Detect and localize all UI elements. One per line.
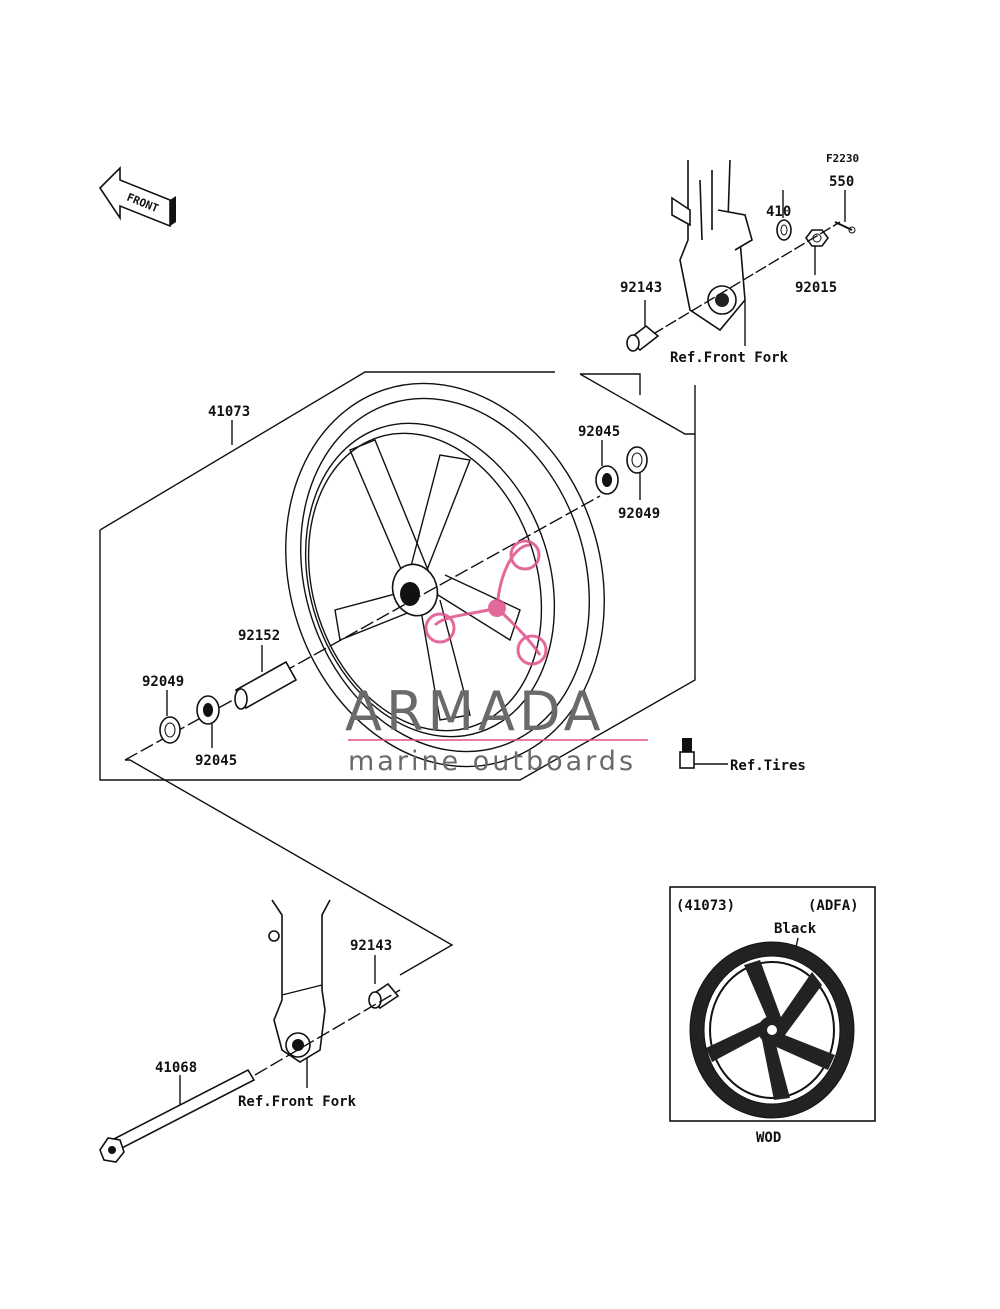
wheel-icon [285,382,605,768]
part-550-label: 550 [829,174,854,190]
seal-left-icon [159,716,181,744]
seal-right-icon [626,446,648,474]
inset-caption: WOD [756,1130,781,1146]
part-41073-label: 41073 [208,404,250,420]
inset-code: (ADFA) [808,898,859,914]
nut-icon [805,229,829,247]
inset-color-label: Black [774,921,817,937]
front-fork-top-icon [671,159,753,332]
valve-stem-icon [679,738,695,769]
ref-tires-label: Ref.Tires [730,758,806,774]
ref-front-fork-bottom-label: Ref.Front Fork [238,1094,357,1110]
collar-bottom-icon [368,982,400,1010]
axle-icon [99,1068,256,1163]
watermark-subtitle: marine outboards [348,746,636,777]
front-fork-bottom-icon [268,899,331,1063]
part-41068-label: 41068 [155,1060,197,1076]
black-wheel-icon [689,941,855,1119]
bearing-right-icon [595,465,619,495]
spacer-tube-icon [234,660,298,710]
watermark-logo-icon [424,539,548,666]
ref-front-fork-top-label: Ref.Front Fork [670,350,789,366]
part-92045-left-label: 92045 [195,753,237,769]
part-410-label: 410 [766,204,791,220]
part-92015-label: 92015 [795,280,837,296]
part-92143-top-label: 92143 [620,280,662,296]
front-arrow-icon: FRONT [98,166,176,228]
part-92049-right-label: 92049 [618,506,660,522]
collar-top-icon [626,324,660,352]
diagram-code: F2230 [826,152,859,165]
bearing-left-icon [196,695,220,725]
part-92045-right-label: 92045 [578,424,620,440]
part-92152-label: 92152 [238,628,280,644]
part-92049-left-label: 92049 [142,674,184,690]
inset-part-no: (41073) [676,898,735,914]
watermark-title: ARMADA [345,680,605,743]
part-92143-bottom-label: 92143 [350,938,392,954]
